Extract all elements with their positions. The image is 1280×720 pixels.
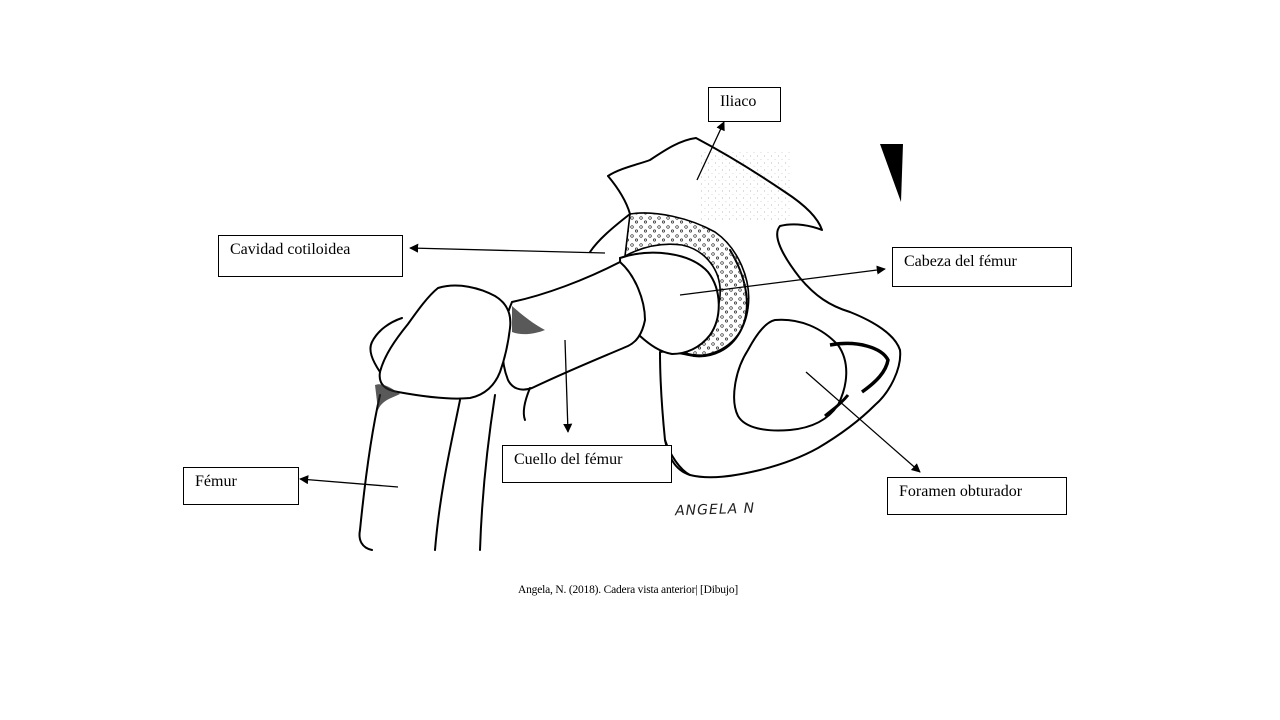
label-femur: Fémur bbox=[183, 467, 299, 505]
leader-cavidad bbox=[409, 243, 606, 254]
iliac-texture bbox=[700, 150, 790, 220]
leader-femur bbox=[299, 475, 399, 488]
leader-cabeza bbox=[679, 265, 886, 296]
label-iliaco: Iliaco bbox=[708, 87, 781, 122]
leader-cuello bbox=[563, 339, 573, 433]
label-cuello-del-femur: Cuello del fémur bbox=[502, 445, 672, 483]
figure-caption: Angela, N. (2018). Cadera vista anterior… bbox=[518, 584, 738, 596]
label-foramen-obturador: Foramen obturador bbox=[887, 477, 1067, 515]
label-cabeza-del-femur: Cabeza del fémur bbox=[892, 247, 1072, 287]
artist-signature: ANGELA N bbox=[674, 501, 756, 520]
corner-triangle bbox=[880, 144, 903, 202]
label-cavidad-cotiloidea: Cavidad cotiloidea bbox=[218, 235, 403, 277]
femoral-neck bbox=[501, 260, 647, 391]
neck-shading bbox=[512, 306, 545, 335]
obturator-foramen bbox=[733, 318, 890, 432]
greater-trochanter bbox=[378, 284, 512, 400]
femur-shaft bbox=[358, 317, 531, 551]
shaft-shading bbox=[375, 384, 400, 410]
leader-iliaco bbox=[696, 121, 725, 181]
leader-lines bbox=[299, 121, 921, 488]
leader-foramen bbox=[805, 371, 921, 473]
